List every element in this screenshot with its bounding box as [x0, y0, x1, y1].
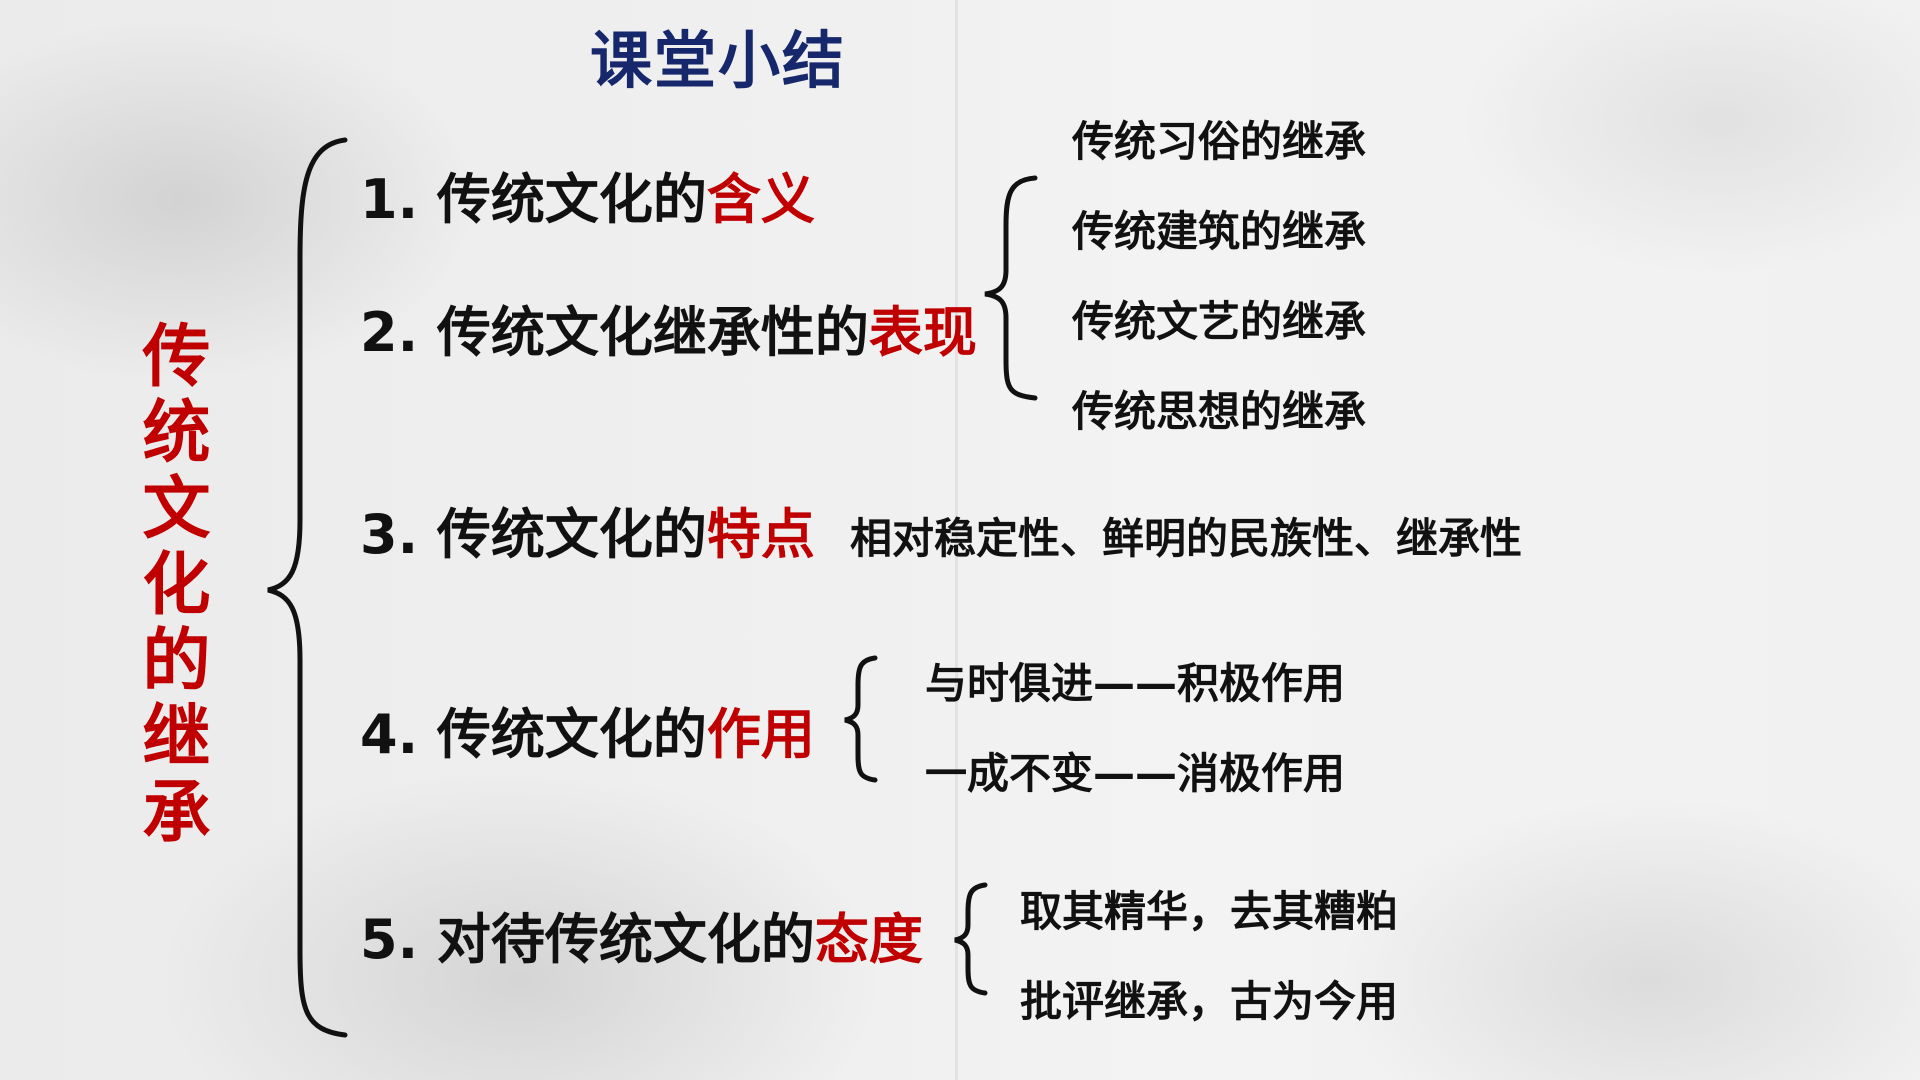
expression-thought: 传统思想的继承	[1072, 387, 1367, 436]
item-meaning: 1. 传统文化的含义	[360, 155, 815, 234]
item-features: 3. 传统文化的特点	[360, 490, 815, 569]
side-title: 传统文化的继承	[130, 320, 209, 852]
features-text: 相对稳定性、鲜明的民族性、继承性	[850, 514, 1523, 563]
main-brace	[267, 137, 348, 1038]
item-function-prefix: 4. 传统文化的	[360, 703, 707, 766]
paper-fold-line	[955, 0, 958, 1080]
expression-customs: 传统习俗的继承	[1072, 117, 1367, 166]
item-meaning-emphasis: 含义	[706, 168, 815, 231]
item-expression-emphasis: 表现	[868, 301, 977, 364]
attitude-essence: 取其精华，去其糟粕	[1020, 887, 1399, 936]
item-function-emphasis: 作用	[706, 703, 815, 766]
functions-brace	[844, 655, 878, 783]
item-function: 4. 传统文化的作用	[360, 690, 815, 769]
attitude-critical: 批评继承，古为今用	[1020, 977, 1399, 1026]
attitudes-brace	[954, 882, 988, 996]
expressions-brace	[984, 175, 1038, 401]
item-features-emphasis: 特点	[706, 503, 815, 566]
item-attitude-emphasis: 态度	[814, 908, 923, 971]
item-meaning-prefix: 1. 传统文化的	[360, 168, 707, 231]
item-attitude-prefix: 5. 对待传统文化的	[360, 908, 815, 971]
function-negative: 一成不变——消极作用	[925, 749, 1346, 798]
page-title: 课堂小结	[590, 24, 847, 97]
item-expression: 2. 传统文化继承性的表现	[360, 288, 977, 367]
item-expression-prefix: 2. 传统文化继承性的	[360, 301, 869, 364]
item-attitude: 5. 对待传统文化的态度	[360, 895, 923, 974]
item-features-prefix: 3. 传统文化的	[360, 503, 707, 566]
expression-architecture: 传统建筑的继承	[1072, 207, 1367, 256]
expression-arts: 传统文艺的继承	[1072, 297, 1367, 346]
function-positive: 与时俱进——积极作用	[925, 659, 1346, 708]
